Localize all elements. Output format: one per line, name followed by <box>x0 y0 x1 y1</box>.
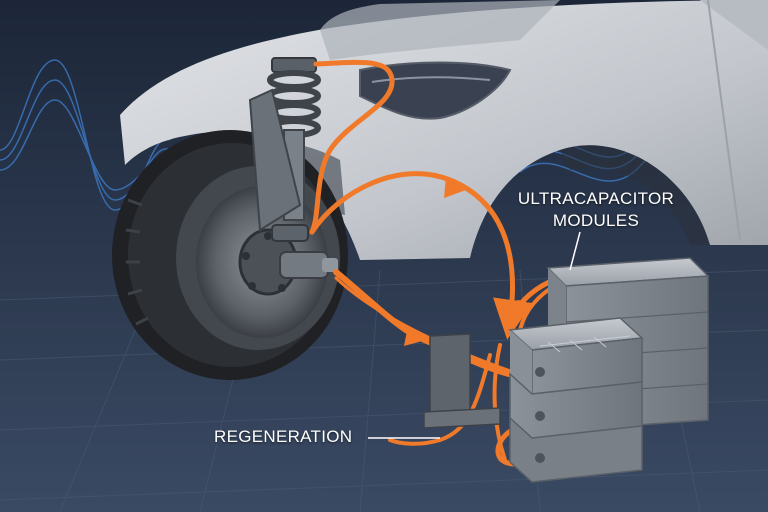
leader-lines <box>368 231 581 439</box>
regeneration-label: REGENERATION <box>214 427 353 446</box>
frame-tray <box>423 333 501 429</box>
arrow-icon <box>404 176 520 346</box>
ultracapacitor-modules-label: ULTRACAPACITOR MODULES <box>508 188 684 232</box>
ultracapacitor-label-line1: ULTRACAPACITOR <box>517 189 675 208</box>
ultracapacitor-label-line2: MODULES <box>552 211 640 230</box>
ultracapacitor-stack-front <box>508 317 644 483</box>
suspension-strut <box>248 57 338 279</box>
knuckle <box>248 88 302 232</box>
tire-tread <box>125 198 149 326</box>
generator-unit <box>279 251 329 279</box>
